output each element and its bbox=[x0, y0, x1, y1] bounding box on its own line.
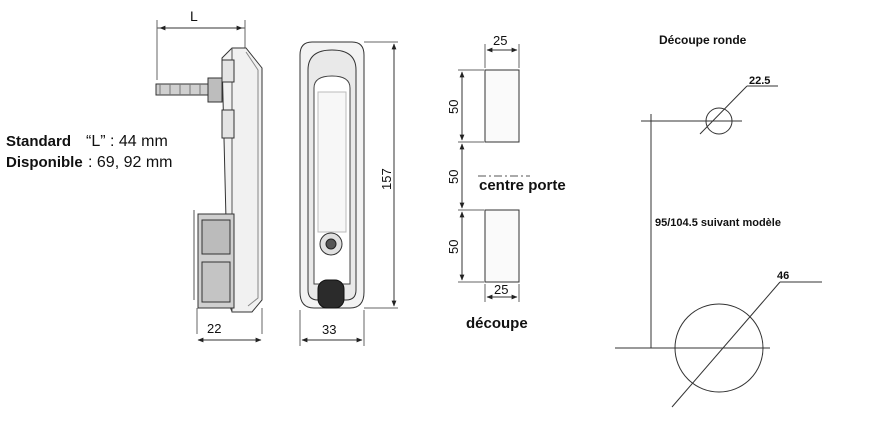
small-diameter-label: 22.5 bbox=[749, 75, 770, 87]
cutout-height-bottom: 50 bbox=[446, 240, 461, 254]
standard-label: Standard bbox=[6, 133, 71, 150]
spec-text: Standard “L” : 44 mm Disponible : 69, 92… bbox=[6, 133, 172, 171]
side-view bbox=[155, 20, 263, 343]
round-cutout-title: Découpe ronde bbox=[659, 33, 747, 47]
cutout-gap: 50 bbox=[446, 170, 461, 184]
round-cutout-drawing bbox=[615, 85, 822, 408]
base-width-dimension: 22 bbox=[207, 321, 221, 336]
cutout-top-rect bbox=[484, 69, 520, 143]
centre-door-label: centre porte bbox=[479, 177, 566, 194]
available-value: : 69, 92 mm bbox=[88, 154, 172, 171]
cutout-caption: découpe bbox=[466, 315, 528, 332]
front-view bbox=[299, 41, 398, 346]
cutout-bottom-rect bbox=[484, 209, 520, 283]
cutout-drawing bbox=[458, 44, 530, 302]
length-symbol: L bbox=[190, 8, 198, 24]
spacing-note: 95/104.5 suivant modèle bbox=[655, 217, 781, 229]
large-diameter-label: 46 bbox=[777, 270, 789, 282]
cutout-width-bottom: 25 bbox=[494, 282, 508, 297]
width-dimension: 33 bbox=[322, 322, 336, 337]
height-dimension: 157 bbox=[379, 168, 394, 190]
standard-value: “L” : 44 mm bbox=[86, 133, 168, 150]
cutout-width-top: 25 bbox=[493, 33, 507, 48]
available-label: Disponible bbox=[6, 154, 83, 171]
cutout-height-top: 50 bbox=[446, 100, 461, 114]
